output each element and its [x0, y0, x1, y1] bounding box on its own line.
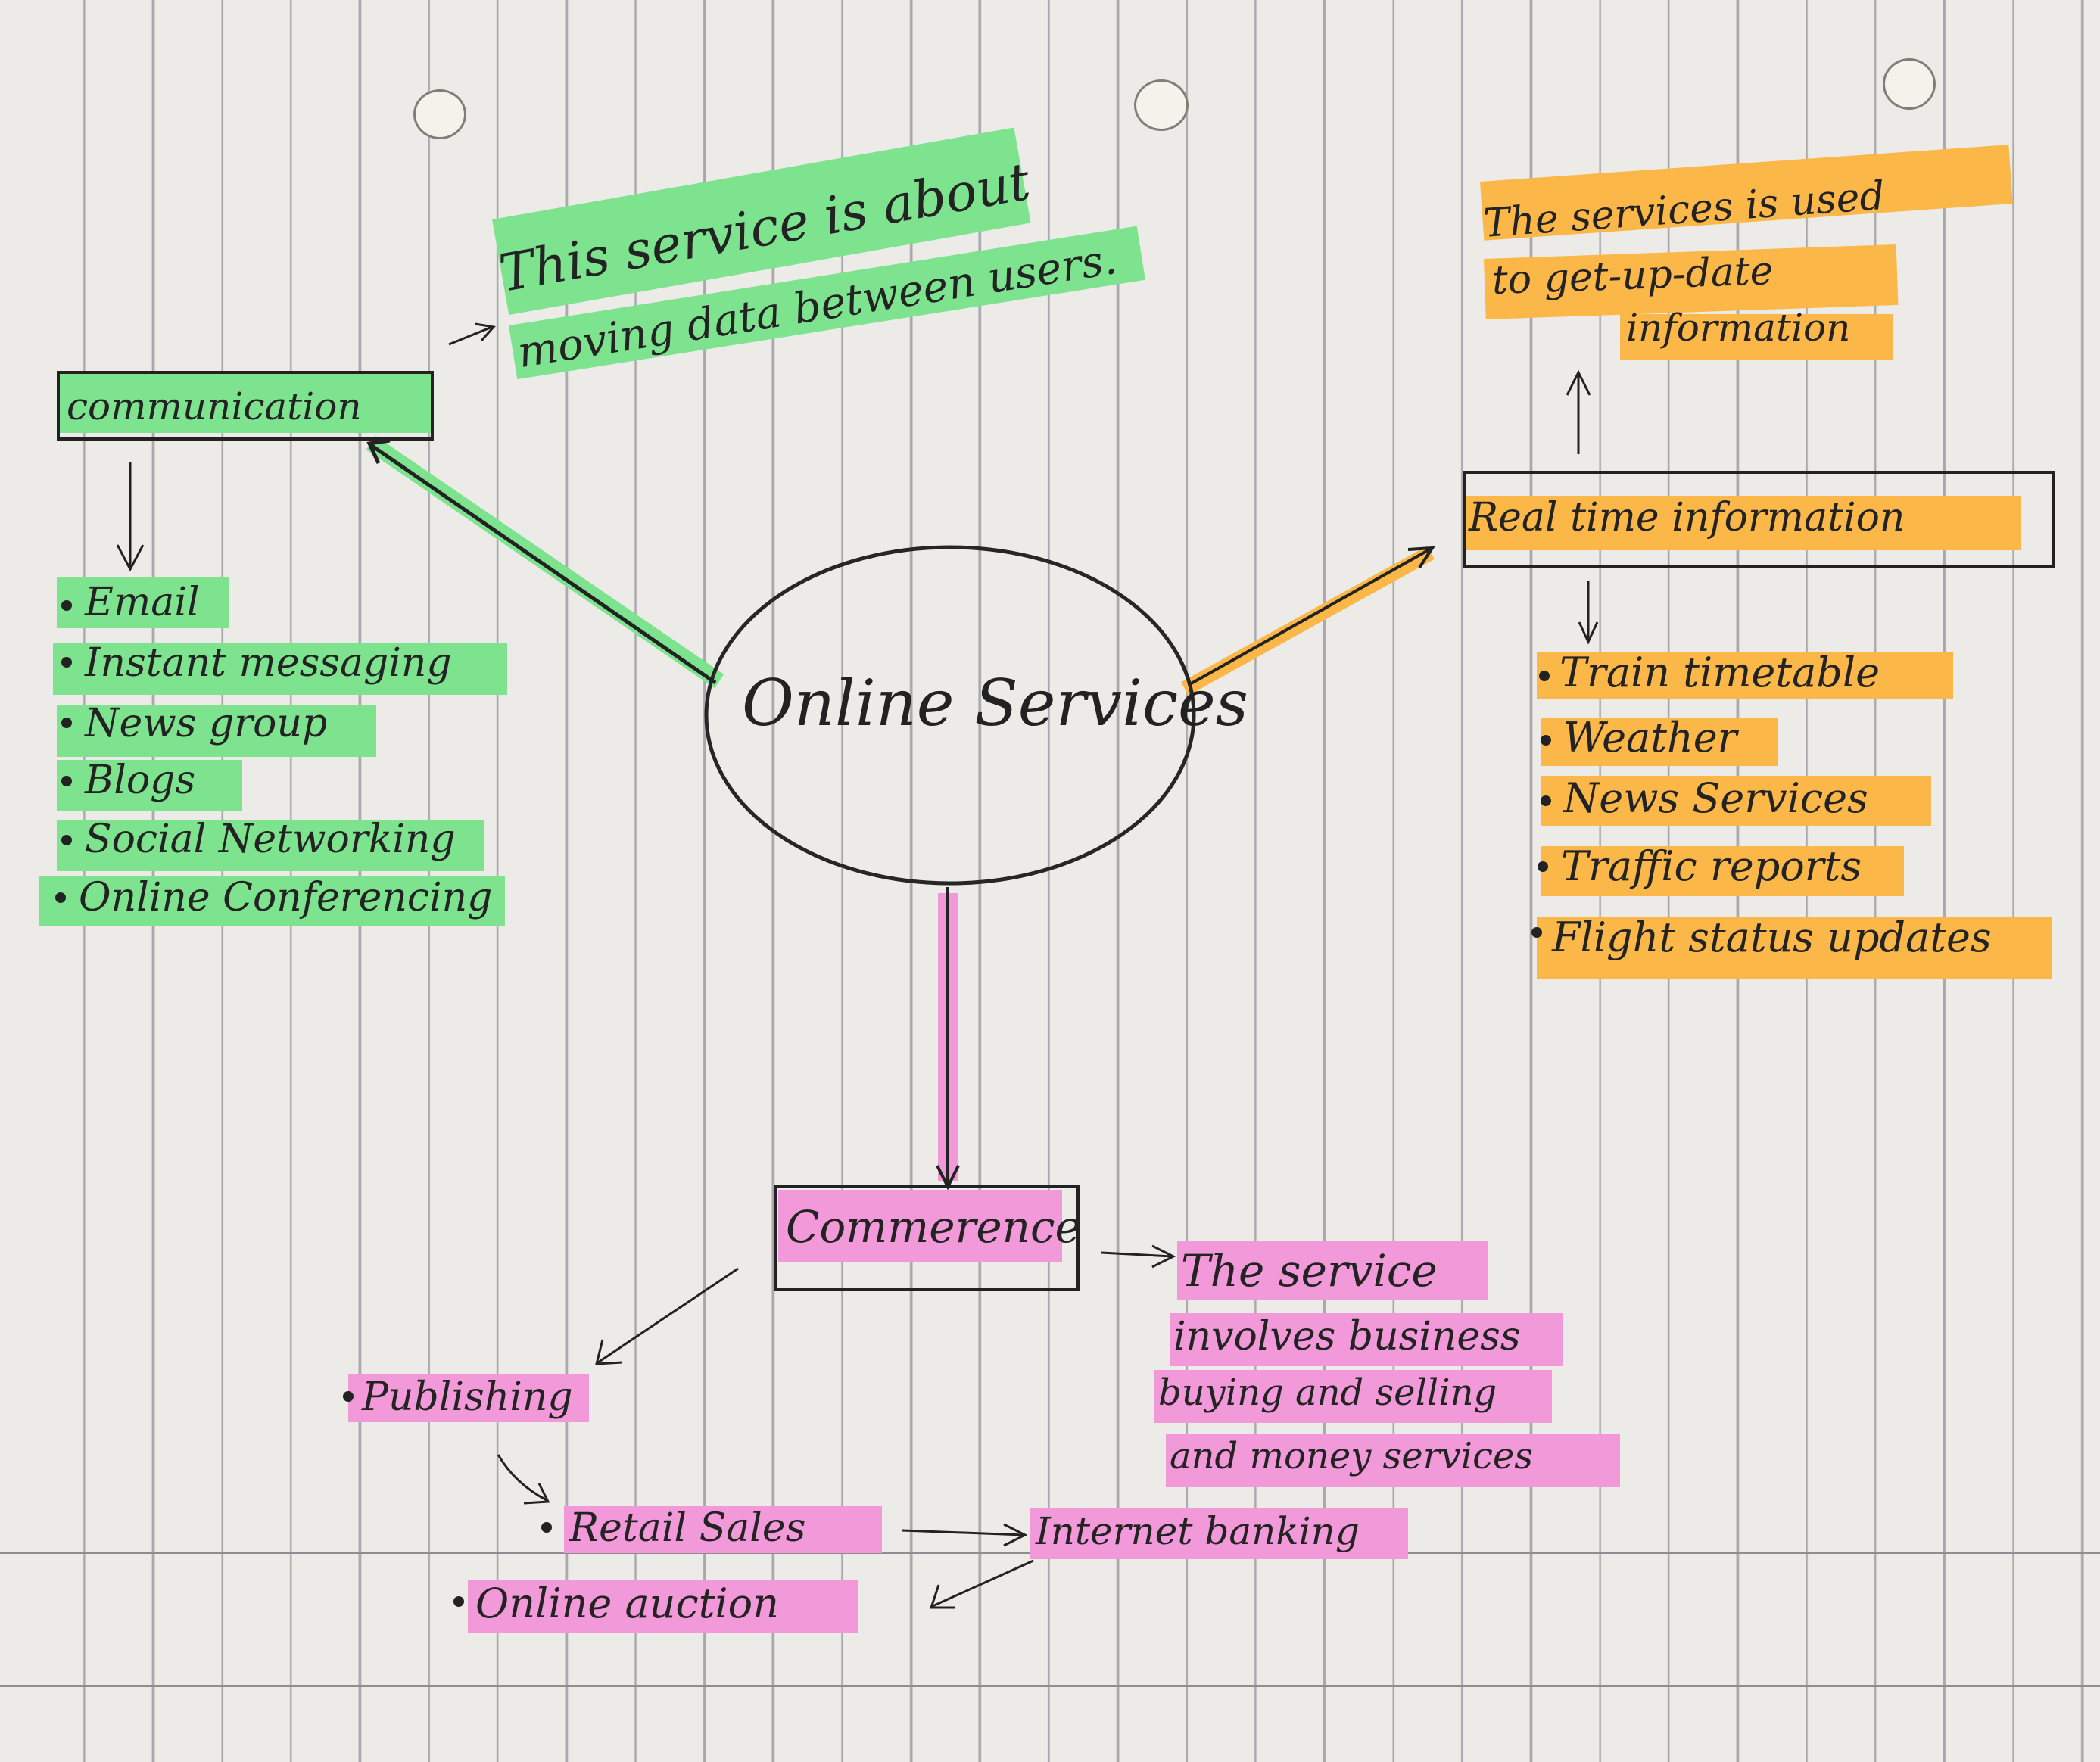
bullet-dot	[55, 892, 66, 903]
pink-highlight	[468, 1580, 858, 1633]
arrow-to-retail	[497, 1454, 547, 1502]
orange-highlight	[1465, 496, 2021, 550]
orange-highlight	[1620, 314, 1893, 360]
commerce-note-line4: and money services	[1170, 1435, 1533, 1477]
arrow-to-realtime	[1188, 547, 1432, 686]
pink-highlight	[564, 1506, 882, 1553]
commerce-note-line1: The service	[1181, 1245, 1438, 1297]
realtime-note-line2: to get-up-date	[1491, 248, 1774, 304]
pink-highlight	[1030, 1508, 1408, 1559]
arrowhead	[523, 1483, 550, 1505]
commerce-item-auction: Online auction	[475, 1580, 779, 1627]
green-highlight	[57, 705, 376, 757]
commerce-box	[774, 1185, 1080, 1291]
communication-label: communication	[67, 384, 362, 428]
realtime-note-line3: information	[1626, 306, 1851, 350]
pink-highlight	[778, 1190, 1062, 1262]
arrowhead	[1151, 1244, 1176, 1269]
communication-item: Social Networking	[85, 817, 456, 862]
bullet-dot	[61, 835, 72, 845]
orange-highlight	[1541, 776, 1931, 826]
center-label: Online Services	[742, 666, 1248, 740]
bullet-dots	[55, 600, 1551, 1607]
punch-hole	[413, 89, 466, 139]
realtime-label: Real time information	[1469, 495, 1905, 540]
bullet-dot	[1539, 671, 1550, 681]
communication-item: Blogs	[85, 758, 196, 803]
pink-highlight	[1166, 1434, 1620, 1487]
green-highlight	[57, 820, 484, 871]
arrow-to-green-note	[448, 325, 493, 346]
pink-highlight	[1154, 1370, 1552, 1423]
arrowhead	[1003, 1523, 1028, 1547]
arrowhead	[1578, 621, 1599, 645]
green-highlight	[57, 760, 242, 811]
bullet-dot	[61, 657, 72, 668]
punch-hole	[1883, 58, 1936, 110]
arrow-to-banking	[902, 1529, 1024, 1536]
orange-connector-highlight	[1181, 546, 1435, 696]
green-highlight	[53, 643, 507, 695]
bullet-dot	[61, 776, 72, 786]
commerce-item-publishing: Publishing	[362, 1374, 573, 1420]
realtime-box	[1463, 471, 2055, 568]
realtime-item: Weather	[1563, 714, 1737, 761]
bullet-dot	[1538, 861, 1548, 872]
arrow-to-communication	[369, 443, 717, 685]
arrowhead	[929, 1584, 955, 1609]
commerce-item-retail: Retail Sales	[569, 1505, 806, 1551]
bullet-dot	[453, 1596, 464, 1607]
bullet-dot	[1541, 795, 1551, 806]
arrowhead	[1566, 369, 1591, 396]
arrowhead	[1407, 546, 1435, 569]
arrowhead	[595, 1339, 623, 1365]
green-highlight	[57, 577, 229, 628]
punch-hole	[1134, 79, 1189, 131]
bullet-dot	[343, 1391, 354, 1402]
realtime-item: Train timetable	[1559, 649, 1880, 696]
green-highlight	[39, 876, 505, 926]
realtime-item: Flight status updates	[1552, 914, 1992, 961]
arrow-to-pink-note	[1101, 1251, 1173, 1258]
communication-item: Online Conferencing	[79, 875, 493, 920]
ruled-line	[0, 1685, 2100, 1687]
bullet-dot	[1541, 735, 1551, 746]
bullet-dot	[61, 718, 72, 728]
arrowhead	[116, 544, 145, 572]
orange-highlight	[1541, 846, 1904, 896]
communication-box	[57, 371, 434, 440]
arrow-to-publishing	[597, 1267, 739, 1364]
realtime-item: Traffic reports	[1561, 842, 1862, 890]
communication-item: Instant messaging	[85, 640, 452, 686]
pink-highlight	[348, 1374, 589, 1422]
commerce-note-line3: buying and selling	[1158, 1371, 1497, 1414]
arrowhead	[366, 438, 391, 465]
commerce-label: Commerence	[786, 1201, 1081, 1253]
pink-highlight	[1177, 1241, 1488, 1300]
orange-highlight	[1537, 652, 1953, 699]
commerce-item-banking: Internet banking	[1036, 1509, 1360, 1553]
communication-item: Email	[85, 580, 200, 625]
online-services-ellipse	[704, 545, 1196, 886]
green-connector-highlight	[366, 435, 724, 689]
orange-highlight	[1541, 718, 1778, 766]
realtime-item: News Services	[1563, 774, 1868, 822]
bullet-dot	[61, 600, 72, 611]
commerce-note-line2: involves business	[1173, 1314, 1521, 1359]
pink-highlight	[1170, 1313, 1563, 1366]
arrow-to-auction	[932, 1559, 1034, 1608]
green-highlight	[57, 374, 432, 433]
bullet-dot	[541, 1522, 552, 1533]
arrowhead	[475, 322, 496, 341]
orange-highlight	[1537, 917, 2052, 979]
communication-item: News group	[85, 701, 328, 746]
bullet-dot	[1531, 927, 1542, 938]
